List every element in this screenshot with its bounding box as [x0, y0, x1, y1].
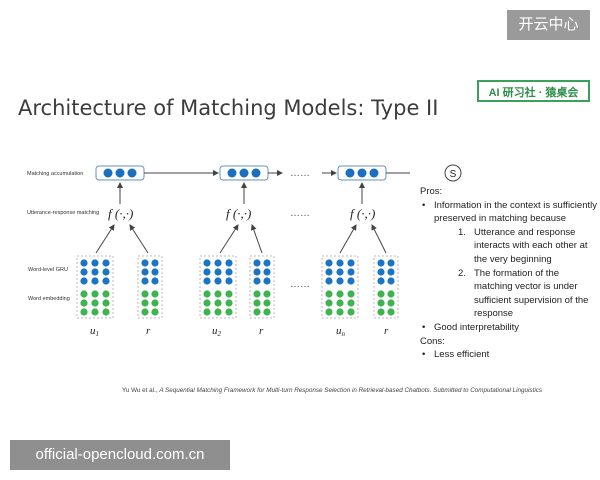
pros-subitem-2: 2.The formation of the matching vector i…	[458, 267, 589, 320]
watermark-top: 开云中心	[507, 10, 590, 40]
slide-title: Architecture of Matching Models: Type II	[18, 96, 439, 120]
var-un: un	[336, 325, 346, 338]
ellipsis-matching: ……	[290, 208, 310, 219]
match-function-1: f (·,·)	[108, 206, 133, 221]
pros-item-2: Good interpretability	[420, 321, 600, 335]
response-columns-1	[137, 255, 163, 319]
cons-item-1: Less efficient	[420, 348, 600, 362]
pros-cons-panel: Pros: Information in the context is suff…	[420, 185, 600, 362]
utterance-2-columns	[199, 255, 237, 319]
label-word-embedding: Word embedding	[28, 296, 70, 302]
utterance-n-columns	[321, 255, 359, 319]
match-function-2: f (·,·)	[226, 206, 251, 221]
ellipsis-columns: ……	[290, 279, 310, 290]
end-node: S	[444, 164, 462, 182]
cons-heading: Cons:	[420, 335, 445, 347]
architecture-diagram: Matching accumulation Utterance-response…	[27, 165, 410, 338]
label-matching-accumulation: Matching accumulation	[27, 171, 83, 177]
label-word-level-gru: Word-level GRU	[28, 267, 68, 273]
watermark-bottom: official-opencloud.com.cn	[10, 440, 230, 470]
response-columns-2	[249, 255, 275, 319]
pros-item-1: Information in the context is sufficient…	[420, 199, 600, 321]
var-r-n: r	[384, 325, 389, 337]
ellipsis-accumulation: ……	[290, 168, 310, 179]
pros-heading: Pros:	[420, 186, 443, 197]
response-columns-n	[373, 255, 399, 319]
label-utterance-response-matching: Utterance-response matching	[27, 210, 99, 216]
var-u2: u2	[212, 325, 222, 338]
var-r-2: r	[259, 325, 264, 337]
utterance-1-columns	[76, 255, 114, 319]
ai-yanxishe-logo: AI 研习社 · 猿桌会	[477, 80, 590, 102]
accumulation-chain	[95, 165, 410, 181]
match-function-n: f (·,·)	[350, 206, 375, 221]
end-node-label: S	[450, 169, 457, 180]
citation: Yu Wu et al., A Sequential Matching Fram…	[122, 387, 543, 394]
var-r-1: r	[146, 325, 151, 337]
pros-subitem-1: 1.Utterance and response interacts with …	[458, 226, 588, 265]
var-u1: u1	[90, 325, 99, 338]
